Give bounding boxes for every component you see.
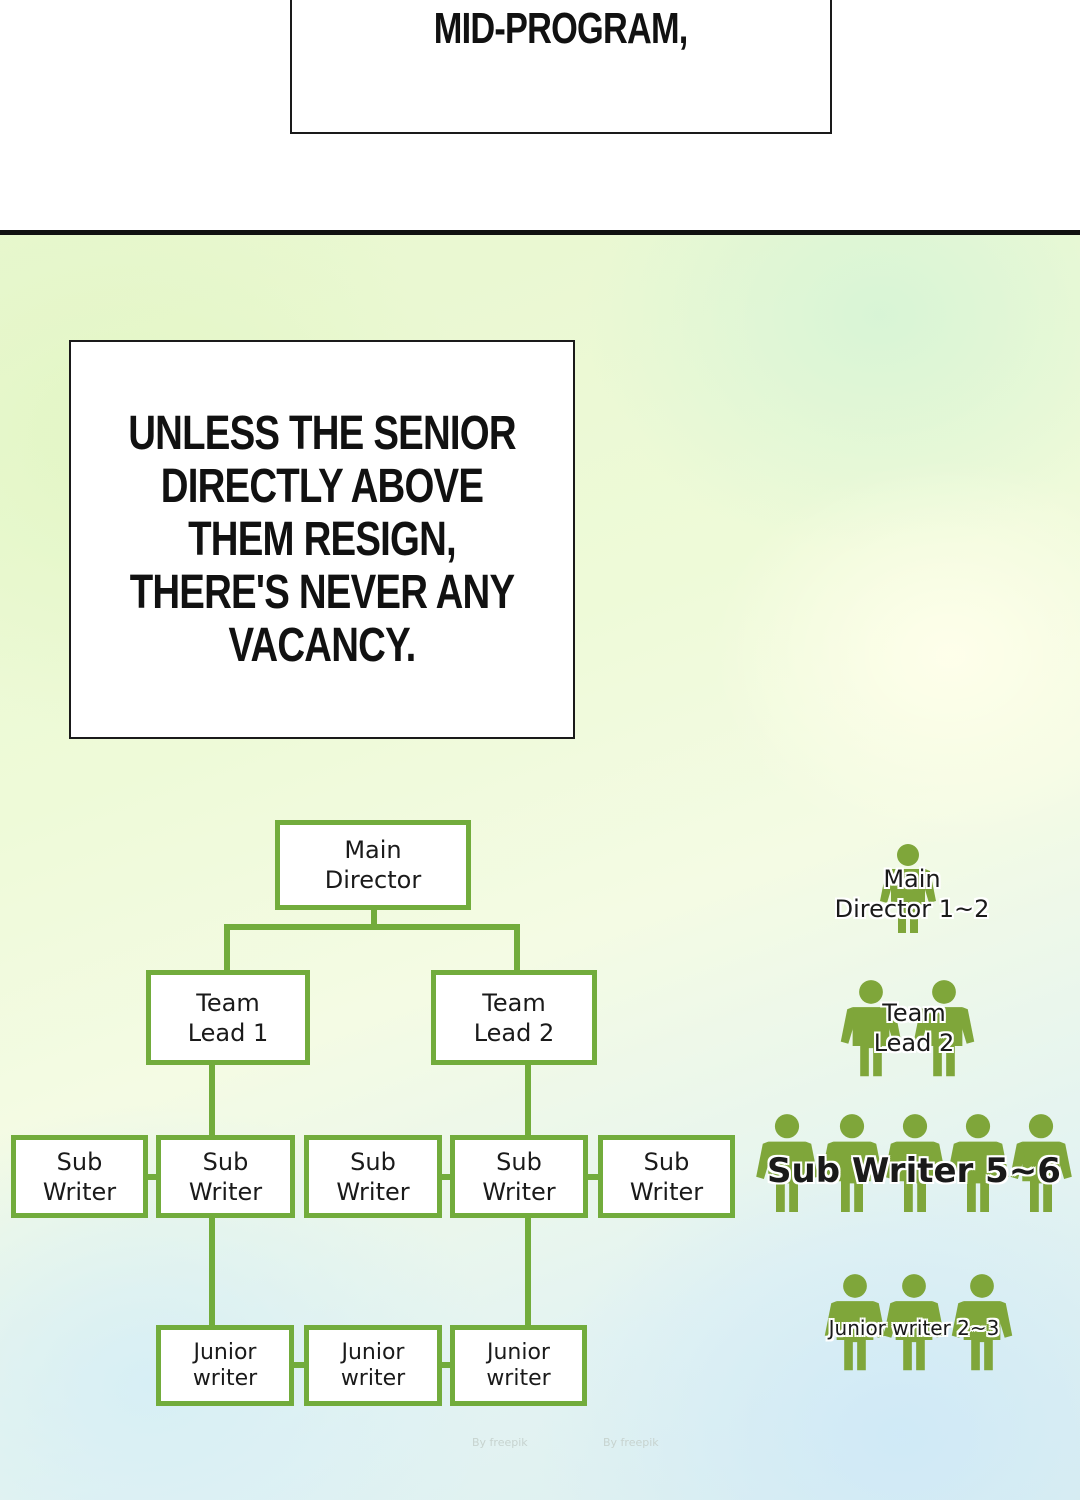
node-sub-writer-4: Sub Writer <box>450 1135 588 1218</box>
caption-box-top: MID-PROGRAM, <box>290 0 832 134</box>
node-sub-writer-3-label: Sub Writer <box>336 1147 410 1206</box>
node-sub-writer-1: Sub Writer <box>11 1135 148 1218</box>
node-main-director: Main Director <box>275 820 471 910</box>
caption-box-main: UNLESS THE SENIOR DIRECTLY ABOVE THEM RE… <box>69 340 575 739</box>
node-junior-writer-1-label: Junior writer <box>192 1339 258 1391</box>
node-sub-writer-4-label: Sub Writer <box>482 1147 556 1206</box>
node-sub-writer-1-label: Sub Writer <box>42 1147 117 1206</box>
node-sub-writer-2: Sub Writer <box>156 1135 295 1218</box>
caption-top-text: MID-PROGRAM, <box>434 4 689 53</box>
node-junior-writer-3: Junior writer <box>450 1325 587 1406</box>
headcount-team-lead: Team Lead 2 <box>873 999 955 1057</box>
node-team-lead-2: Team Lead 2 <box>431 970 597 1065</box>
node-main-director-label: Main Director <box>324 836 422 894</box>
node-junior-writer-2: Junior writer <box>304 1325 442 1406</box>
node-sub-writer-3: Sub Writer <box>304 1135 442 1218</box>
headcount-junior-writer: Junior writer 2~3 <box>828 1316 1000 1340</box>
node-sub-writer-2-label: Sub Writer <box>188 1147 263 1206</box>
node-sub-writer-5: Sub Writer <box>598 1135 735 1218</box>
node-team-lead-2-label: Team Lead 2 <box>473 988 555 1047</box>
watermark-2: By freepik <box>603 1436 659 1449</box>
node-junior-writer-1: Junior writer <box>156 1325 294 1406</box>
headcount-main-director: Main Director 1~2 <box>834 865 990 923</box>
node-junior-writer-2-label: Junior writer <box>340 1339 406 1391</box>
headcount-sub-writer: Sub Writer 5~6 <box>767 1151 1061 1191</box>
panel-divider <box>0 230 1080 235</box>
node-sub-writer-5-label: Sub Writer <box>629 1147 704 1206</box>
watermark-1: By freepik <box>472 1436 528 1449</box>
node-team-lead-1: Team Lead 1 <box>146 970 310 1065</box>
node-junior-writer-3-label: Junior writer <box>486 1339 551 1391</box>
node-team-lead-1-label: Team Lead 1 <box>187 988 269 1047</box>
caption-main-text: UNLESS THE SENIOR DIRECTLY ABOVE THEM RE… <box>128 407 516 672</box>
